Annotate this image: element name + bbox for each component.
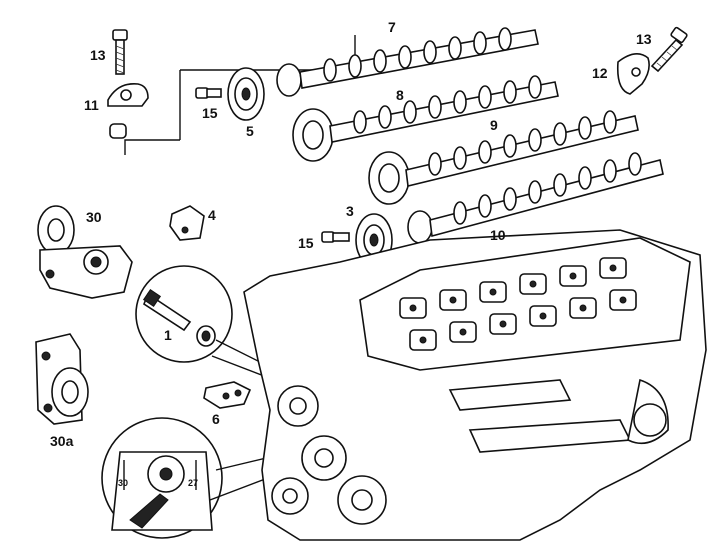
label-30: 30 bbox=[86, 209, 102, 225]
label-15-upper: 15 bbox=[202, 105, 218, 121]
label-inset-30: 30 bbox=[118, 478, 128, 488]
label-12: 12 bbox=[592, 65, 608, 81]
tensioner-30 bbox=[37, 205, 133, 299]
label-6: 6 bbox=[212, 411, 220, 427]
inset-detail-crank bbox=[101, 417, 353, 539]
engine-block bbox=[243, 229, 707, 541]
bracket-12 bbox=[616, 53, 650, 95]
sprocket-5 bbox=[227, 67, 265, 121]
camshaft-9 bbox=[368, 110, 639, 205]
label-10: 10 bbox=[490, 227, 506, 243]
tensioner-30a bbox=[35, 333, 89, 425]
camshaft-8 bbox=[292, 75, 559, 162]
label-15-lower: 15 bbox=[298, 235, 314, 251]
label-inset-27: 27 bbox=[188, 478, 198, 488]
label-11: 11 bbox=[84, 97, 99, 113]
label-8: 8 bbox=[396, 87, 404, 103]
bolt-15-upper bbox=[195, 87, 222, 99]
label-3: 3 bbox=[346, 203, 354, 219]
label-5: 5 bbox=[246, 123, 254, 139]
bolt-13-right bbox=[650, 26, 688, 73]
label-13-right: 13 bbox=[636, 31, 652, 47]
bolt-13-left bbox=[112, 29, 128, 75]
bracket-11 bbox=[107, 83, 149, 139]
label-7: 7 bbox=[388, 19, 396, 35]
label-4: 4 bbox=[208, 207, 216, 223]
label-1: 1 bbox=[164, 327, 172, 343]
camshaft-7 bbox=[276, 27, 539, 97]
label-13-left: 13 bbox=[90, 47, 106, 63]
label-9: 9 bbox=[490, 117, 498, 133]
label-30a: 30a bbox=[50, 433, 74, 449]
clip-4 bbox=[169, 205, 205, 241]
camshaft-10 bbox=[407, 152, 664, 244]
clip-6 bbox=[203, 381, 252, 409]
bolt-15-lower bbox=[321, 231, 350, 243]
